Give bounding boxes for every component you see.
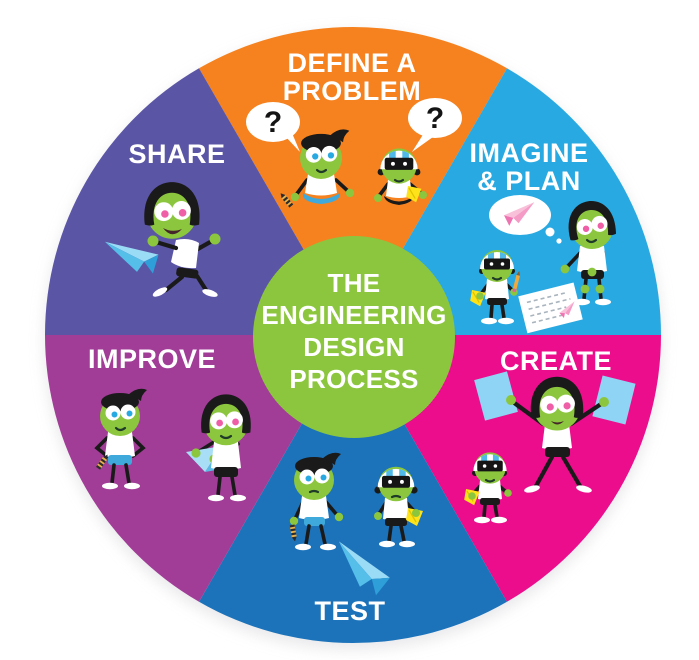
center-title-line2: ENGINEERING xyxy=(261,300,446,330)
speech-bubble-icon: ? xyxy=(246,102,300,152)
label-create: CREATE xyxy=(500,346,612,376)
label-define-a-problem-line1: DEFINE A xyxy=(287,48,416,78)
character-helmet-kid-standing xyxy=(463,448,512,524)
scene-define-a-problem: ? ? xyxy=(246,98,462,208)
character-girl-running-with-airplane xyxy=(104,182,221,299)
speech-bubble-icon: ? xyxy=(408,98,462,152)
scene-test xyxy=(289,452,424,598)
center-circle xyxy=(253,236,455,438)
blue-paper-icon xyxy=(474,371,518,421)
scene-share xyxy=(104,182,221,299)
character-girl-holding-airplane xyxy=(186,394,251,502)
label-test: TEST xyxy=(314,596,385,626)
label-improve: IMPROVE xyxy=(88,344,216,374)
character-boy-worried xyxy=(289,452,344,551)
character-girl-holding-papers xyxy=(474,371,636,495)
label-imagine-and-plan-line1: IMAGINE xyxy=(469,138,588,168)
wedge-test xyxy=(199,335,507,643)
character-boy-sitting xyxy=(278,129,355,208)
center-title-line3: DESIGN xyxy=(303,332,404,362)
blue-paper-icon xyxy=(592,375,636,425)
scene-imagine-and-plan xyxy=(469,195,619,334)
center-title-line4: PROCESS xyxy=(289,364,418,394)
character-helmet-kid-sitting xyxy=(374,144,427,205)
wedge-share xyxy=(45,68,353,336)
label-define-a-problem-line2: PROBLEM xyxy=(283,76,422,106)
thought-bubble-icon xyxy=(489,195,562,244)
wedge-labels: DEFINE A PROBLEM IMAGINE & PLAN CREATE T… xyxy=(88,48,612,626)
paper-sheet-icon xyxy=(518,282,583,334)
character-boy-hands-on-hips xyxy=(94,388,147,490)
character-girl-bending xyxy=(560,198,619,306)
scene-improve xyxy=(94,388,251,502)
center-title-line1: THE xyxy=(328,268,381,298)
center-hub: THE ENGINEERING DESIGN PROCESS xyxy=(253,236,455,438)
label-share: SHARE xyxy=(128,139,225,169)
question-mark-left: ? xyxy=(264,106,282,139)
question-mark-right: ? xyxy=(426,102,444,135)
character-helmet-girl-sad xyxy=(374,462,424,548)
label-imagine-and-plan-line2: & PLAN xyxy=(477,166,581,196)
scene-create xyxy=(463,371,636,524)
character-helmet-kid-standing xyxy=(469,246,522,325)
